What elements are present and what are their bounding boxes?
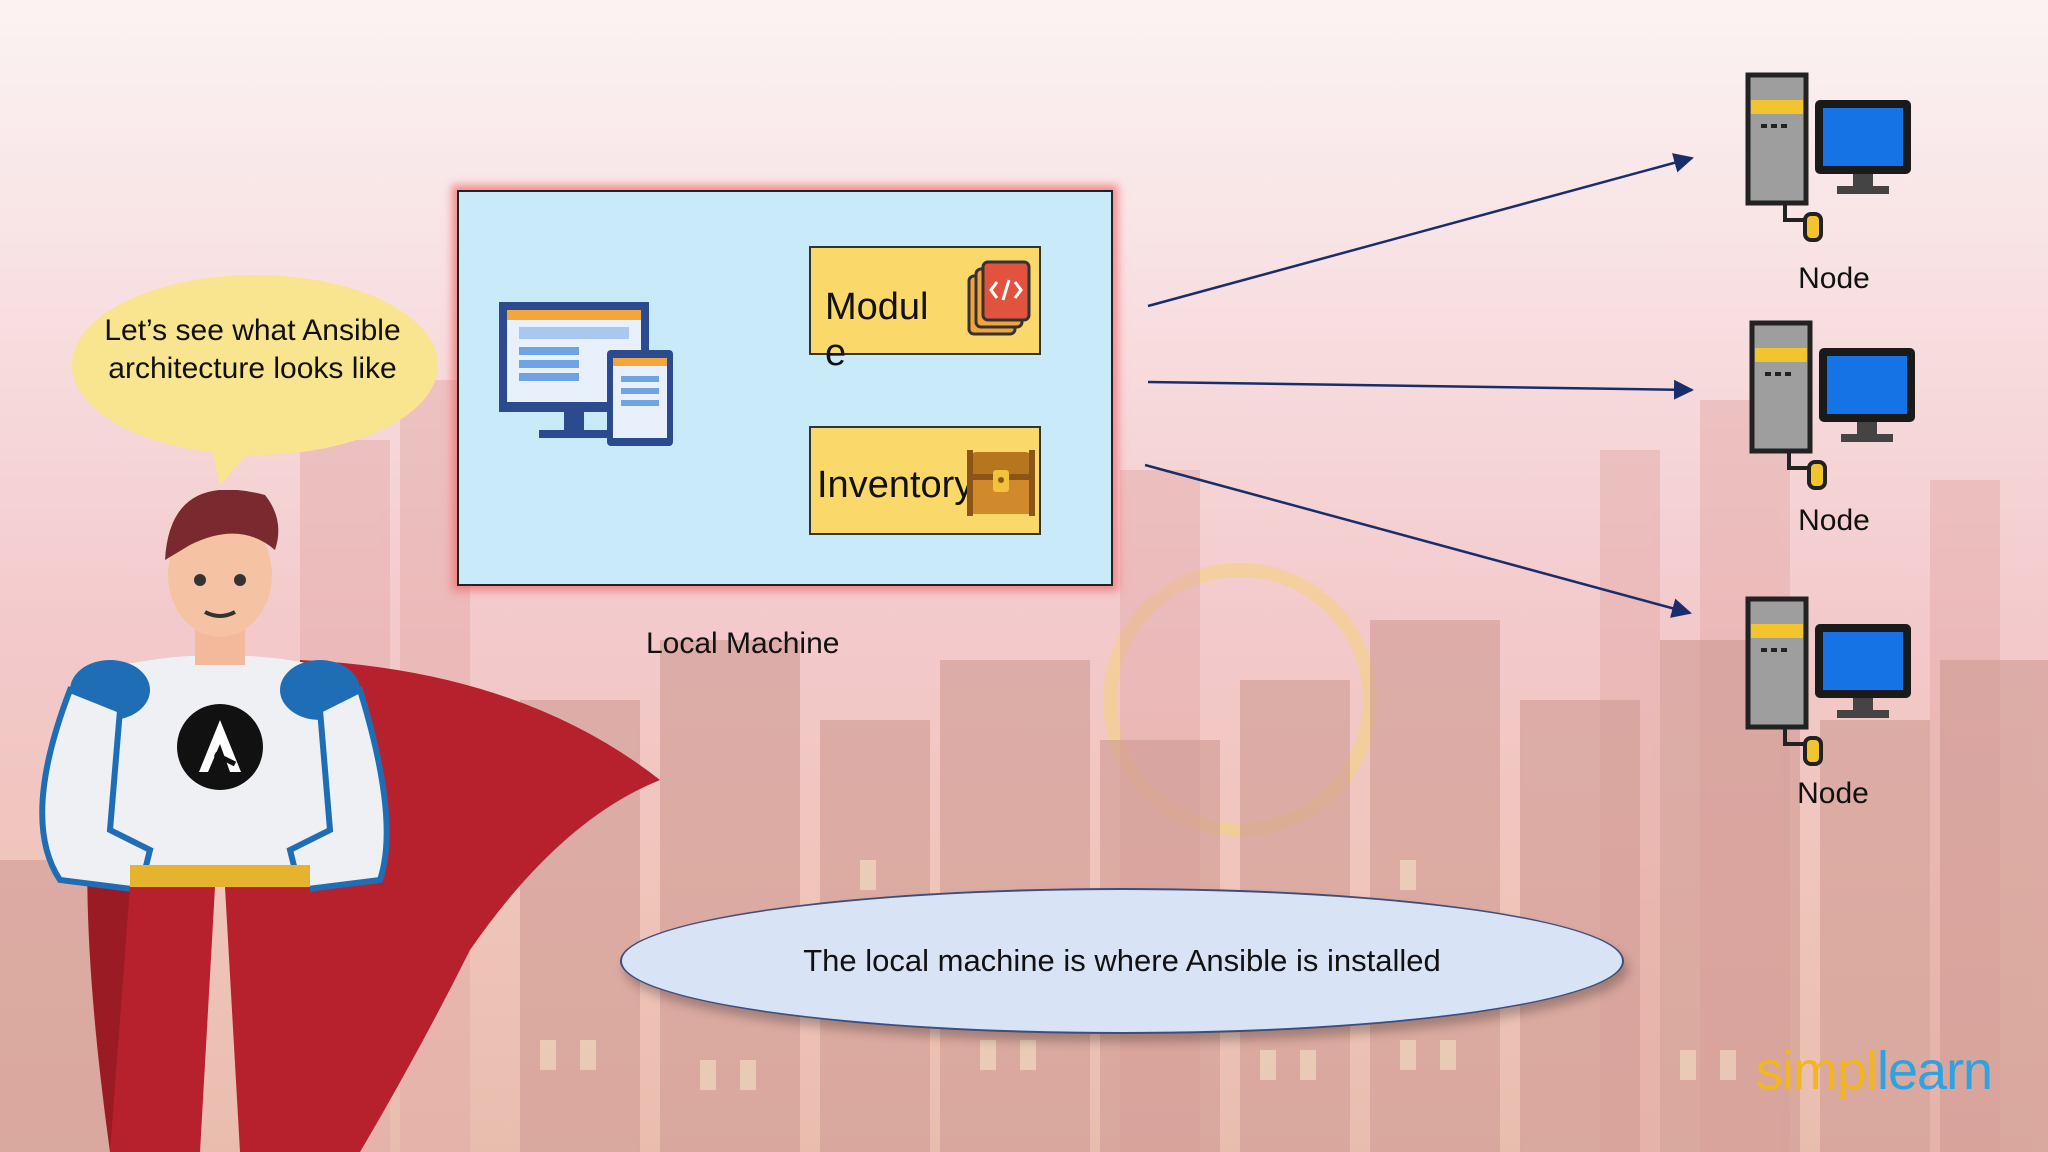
node-label-2: Node [1774,504,1894,538]
info-callout-text: The local machine is where Ansible is in… [803,943,1441,979]
computer-tower-icon [1745,596,1915,771]
node-label-3: Node [1773,777,1893,811]
arrow-to-node-2 [1148,382,1692,390]
computer-tower-icon [1745,72,1915,247]
arrow-to-node-1 [1148,158,1692,306]
info-callout: The local machine is where Ansible is in… [620,888,1624,1034]
simplilearn-logo: simpllearn [1756,1040,1992,1102]
node-label-1: Node [1774,262,1894,296]
computer-tower-icon [1749,320,1919,495]
logo-part-learn: learn [1877,1041,1992,1101]
logo-part-simpl: simpl [1756,1041,1877,1101]
arrow-to-node-3 [1145,465,1690,613]
